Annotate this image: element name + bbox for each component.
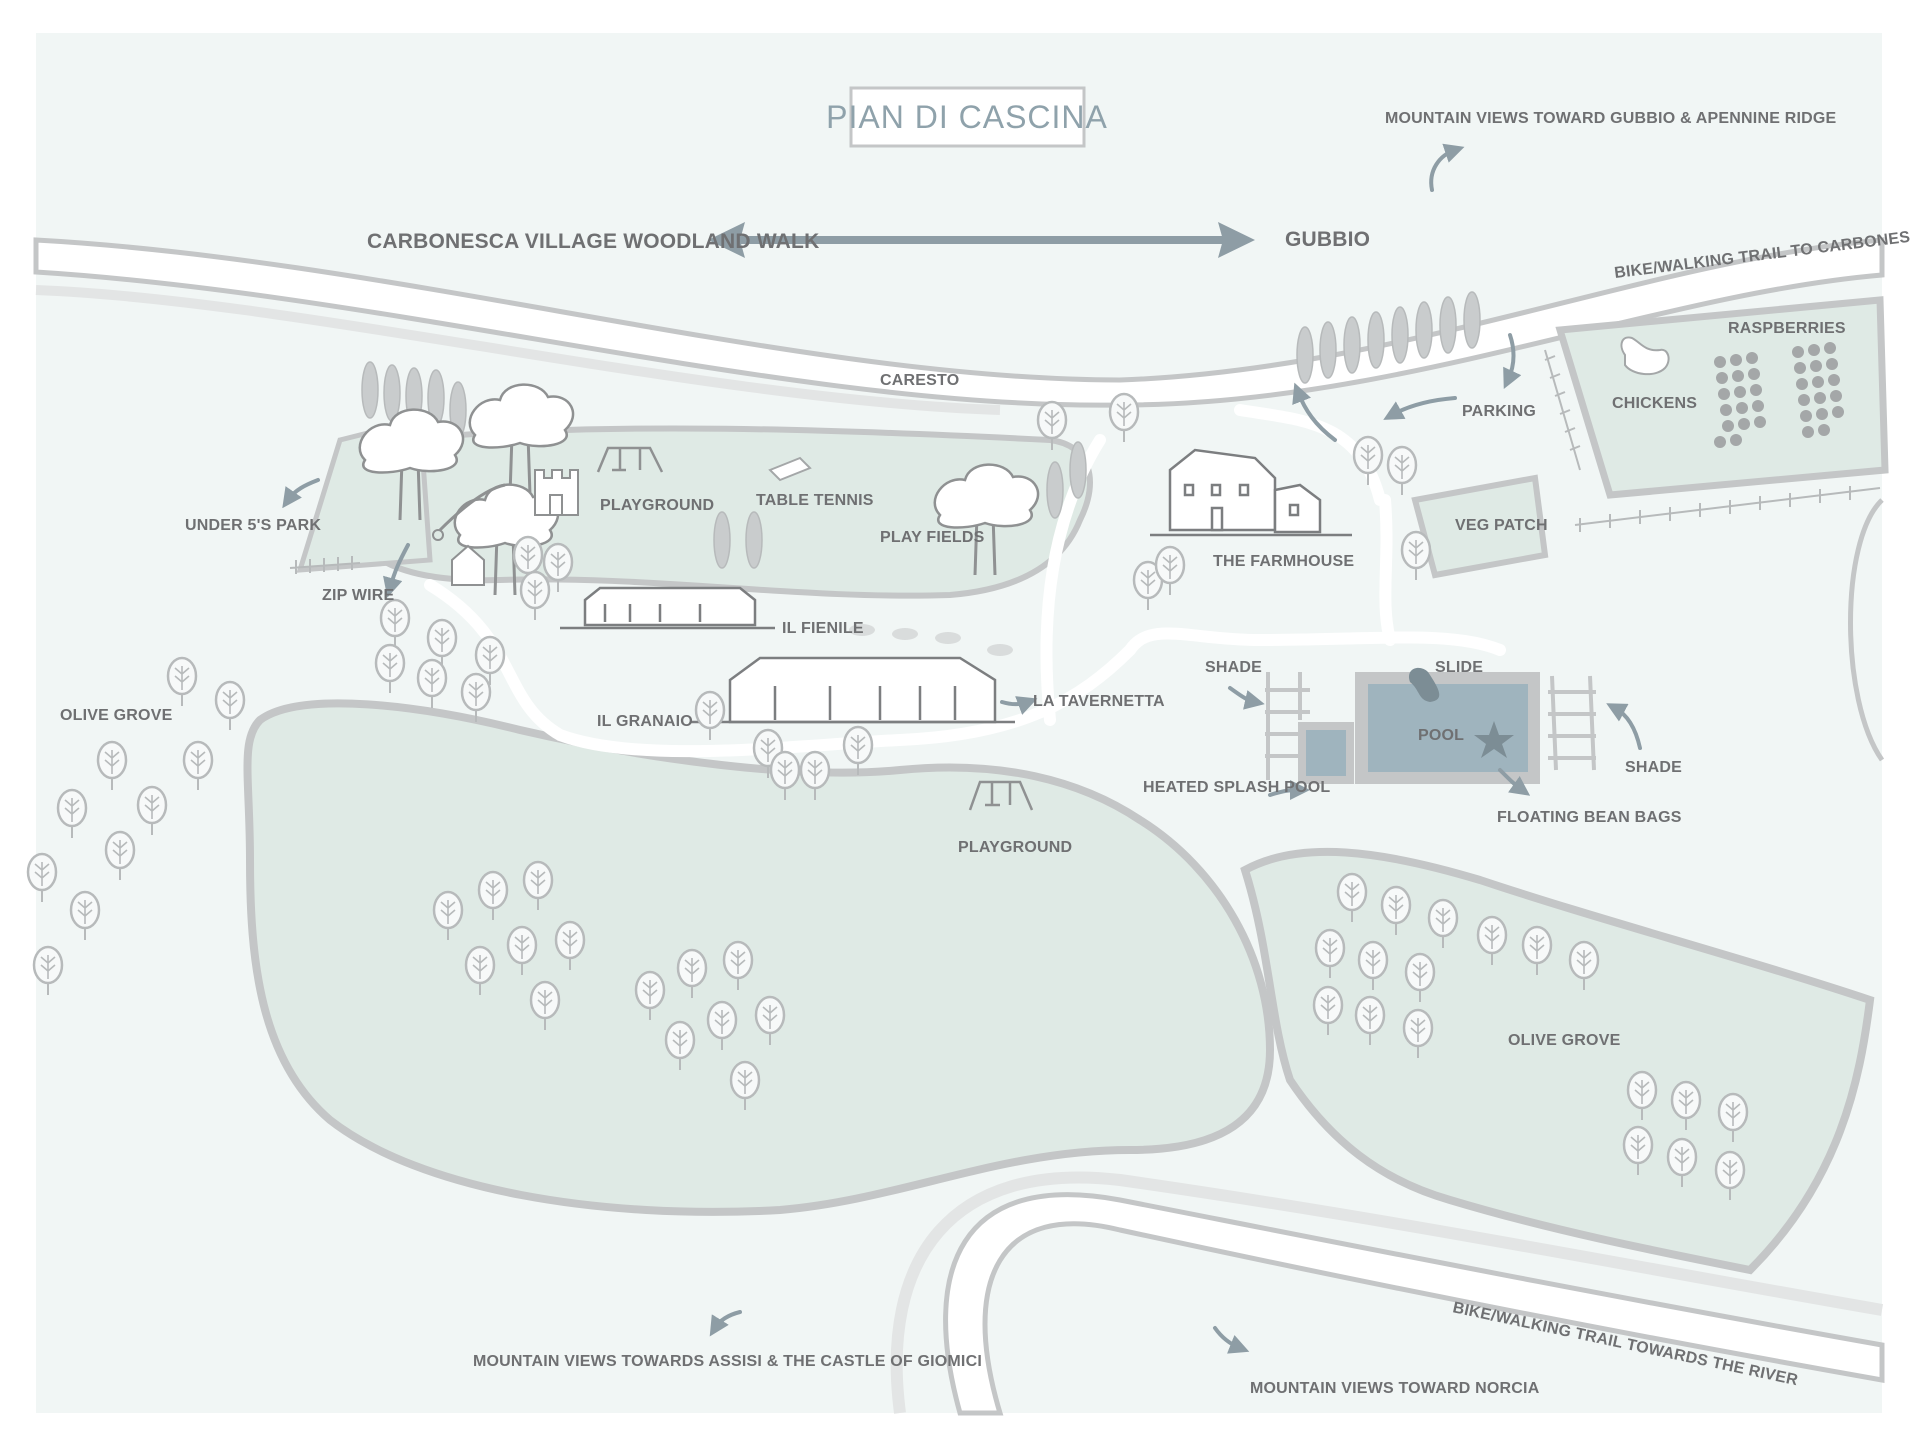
main-pool [1368,684,1528,772]
il-fienile-building [560,586,775,630]
label-playground-bottom: PLAYGROUND [958,839,1072,856]
label-mountain-gubbio: MOUNTAIN VIEWS TOWARD GUBBIO & APENNINE … [1385,110,1837,127]
label-gubbio: GUBBIO [1285,228,1370,251]
label-olive-grove-right: OLIVE GROVE [1508,1032,1621,1049]
label-olive-grove-left: OLIVE GROVE [60,707,173,724]
map-title: PIAN DI CASCINA [826,99,1108,135]
fence-under-5s [289,556,361,574]
internal-path [424,404,1506,758]
label-shade-right: SHADE [1625,759,1682,776]
shade-structure-left [1265,672,1310,780]
label-pool: POOL [1418,727,1464,744]
il-granaio-building [690,656,1015,724]
fence-raspberry [1544,349,1881,532]
label-woodland-walk: CARBONESCA VILLAGE WOODLAND WALK [367,230,819,253]
label-la-tavernetta: LA TAVERNETTA [1033,693,1165,710]
label-shade-left: SHADE [1205,659,1262,676]
label-il-fienile: IL FIENILE [782,620,864,637]
farmhouse-icon [1150,448,1352,537]
label-veg-patch: VEG PATCH [1455,517,1548,534]
secondary-road [35,285,1001,415]
label-caresto: CARESTO [880,372,959,389]
label-under5-park: UNDER 5'S PARK [185,517,321,534]
floating-bean-bag-star [1474,721,1514,758]
zip-wire-line [438,483,506,532]
label-mountain-assisi: MOUNTAIN VIEWS TOWARDS ASSISI & THE CAST… [473,1353,982,1370]
label-il-granaio: IL GRANAIO [597,713,693,730]
main-road-caresto [33,237,1885,408]
swing-icon-top [596,446,664,473]
label-parking: PARKING [1462,403,1536,420]
label-farmhouse: THE FARMHOUSE [1213,553,1354,570]
direction-arrows [282,143,1642,1354]
stepping-stones [849,624,1013,656]
label-playground-top: PLAYGROUND [600,497,714,514]
swing-icon-bottom [968,780,1034,811]
label-zip-wire: ZIP WIRE [322,587,395,604]
playhouse-icon [451,544,485,586]
woodland-walk-double-arrow [708,222,1255,258]
chicken-icon [1620,336,1670,376]
shade-structure-right [1548,675,1596,771]
title-box [849,86,1086,148]
label-play-fields: PLAY FIELDS [880,529,985,546]
label-table-tennis: TABLE TENNIS [756,492,874,509]
central-field [243,699,1275,1216]
label-slide: SLIDE [1435,659,1483,676]
slide-shape [1409,667,1440,702]
river-trail-road [943,1192,1885,1416]
label-raspberries: RASPBERRIES [1728,320,1846,337]
raspberry-bushes [1714,342,1844,448]
table-tennis-icon [768,456,812,482]
label-heated-splash-pool: HEATED SPLASH POOL [1143,779,1330,796]
label-mountain-norcia: MOUNTAIN VIEWS TOWARD NORCIA [1250,1380,1540,1397]
heated-splash-pool [1306,730,1346,776]
label-floating-bean-bags: FLOATING BEAN BAGS [1497,809,1682,826]
label-chickens: CHICKENS [1612,395,1697,412]
castle-play-icon [534,469,579,516]
right-olive-grove-field [1240,847,1875,1275]
